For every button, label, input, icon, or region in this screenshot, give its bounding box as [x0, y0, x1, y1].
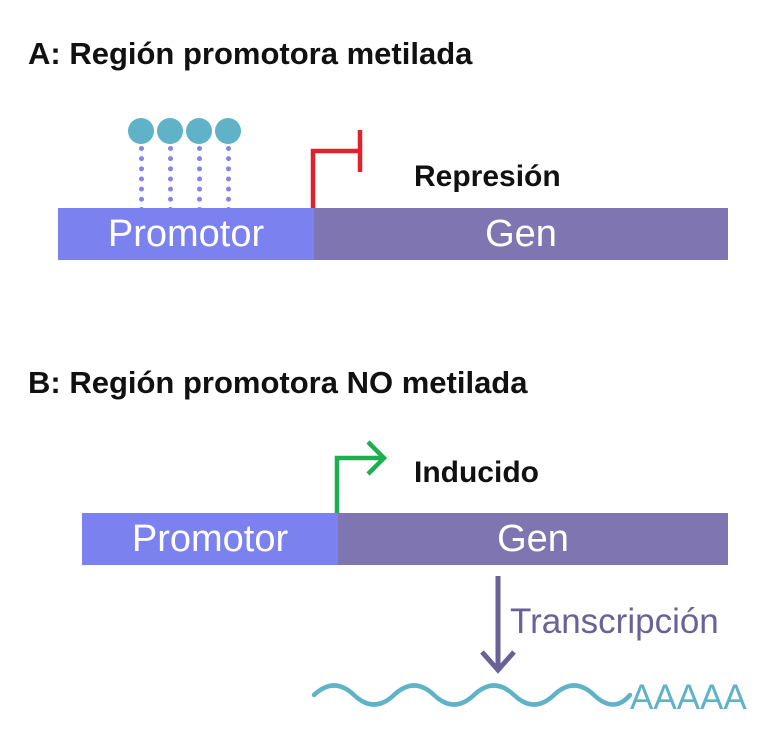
transcription-label: Transcripción [510, 602, 719, 641]
methyl-bond [139, 146, 144, 212]
panel-b-title: B: Región promotora NO metilada [28, 365, 528, 400]
methyl-bond [168, 146, 173, 212]
gene-region-a: Gen [314, 208, 728, 260]
methyl-group [215, 118, 241, 144]
repression-label: Represión [414, 160, 561, 193]
panel-a-title: A: Región promotora metilada [28, 36, 473, 71]
methyl-bond [197, 146, 202, 212]
gene-label: Gen [497, 518, 569, 560]
polya-tail-label: AAAAA [630, 678, 747, 717]
mrna-strand-icon [311, 683, 633, 707]
active-tss-arrow-icon [334, 440, 388, 514]
gene-region-b: Gen [338, 513, 728, 565]
methyl-group [186, 118, 212, 144]
methyl-bond [226, 146, 231, 212]
methyl-groups [128, 118, 248, 213]
transcription-arrow-icon [480, 576, 516, 674]
promoter-label: Promotor [131, 518, 289, 560]
promoter-region-b: Promotor [82, 513, 338, 565]
repressed-tss-arrow-icon [310, 130, 363, 210]
methyl-group [128, 118, 154, 144]
methyl-group [157, 118, 183, 144]
gene-label: Gen [485, 213, 557, 255]
induced-label: Inducido [414, 456, 539, 489]
promoter-region-a: Promotor [58, 208, 314, 260]
promoter-label: Promotor [107, 213, 265, 255]
